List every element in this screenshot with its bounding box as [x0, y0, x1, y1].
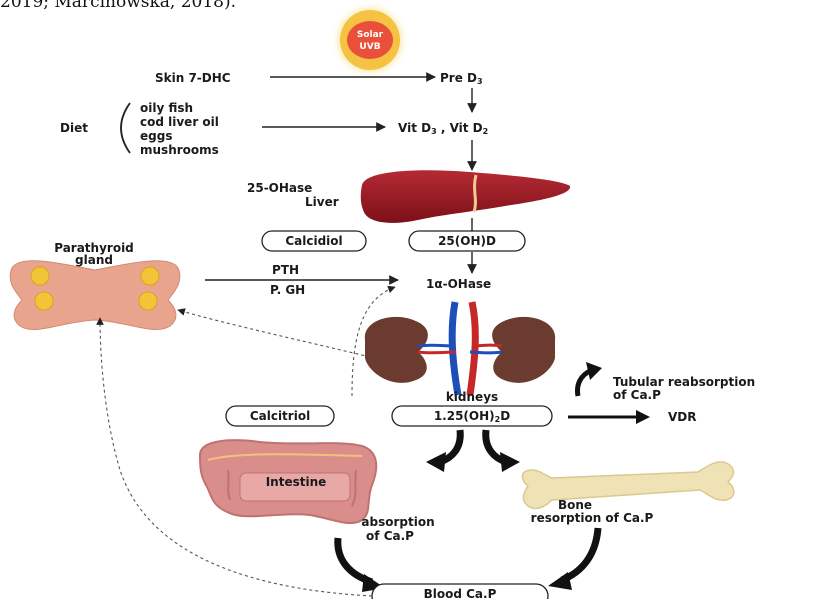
- vit-d-label: Vit D3 , Vit D2: [398, 121, 488, 136]
- bone-arrow-head: [548, 572, 572, 590]
- tubular-label-line2: of Ca.P: [613, 388, 661, 402]
- absorption-to-blood-arrow: [338, 538, 372, 582]
- header-text-fragment: 2019; Marcinowska, 2018).: [0, 0, 236, 12]
- parathyroid-gland-icon: [10, 261, 180, 330]
- liver-enzyme-label: 25-OHase: [247, 181, 312, 195]
- pre-d3-label: Pre D3: [440, 71, 483, 86]
- tubular-arrow-head: [586, 362, 602, 380]
- bone-label-line1: Bone: [558, 498, 592, 512]
- vdr-label: VDR: [668, 410, 697, 424]
- skin-7dhc-label: Skin 7-DHC: [155, 71, 231, 85]
- bone-label-line2: resorption of Ca.P: [531, 511, 654, 525]
- bone-icon: [522, 462, 733, 509]
- liver-icon: [361, 170, 570, 223]
- sun-icon: Solar UVB: [330, 0, 410, 80]
- kidneys-label: kidneys: [446, 390, 498, 404]
- absorption-label-line1: absorption: [361, 515, 434, 529]
- 25ohd-label: 25(OH)D: [438, 234, 496, 248]
- absorption-label-line2: of Ca.P: [366, 529, 414, 543]
- kidneys-icon: [365, 302, 555, 395]
- to-intestine-arrow-head: [426, 452, 446, 472]
- diet-item-mushrooms: mushrooms: [140, 143, 219, 157]
- diet-label: Diet: [60, 121, 88, 135]
- to-bone-arrow-head: [500, 452, 520, 472]
- vdr-arrow-head: [636, 410, 650, 424]
- parathyroid-label-line2: gland: [75, 253, 113, 267]
- diet-item-cod-liver-oil: cod liver oil: [140, 115, 219, 129]
- bone-to-blood-arrow: [562, 528, 598, 580]
- calcitriol-label: Calcitriol: [250, 409, 310, 423]
- alpha-ohase-label: 1α-OHase: [426, 277, 491, 291]
- calcidiol-label: Calcidiol: [285, 234, 342, 248]
- diet-brace: [121, 103, 130, 153]
- pgh-label: P. GH: [270, 283, 305, 297]
- diet-item-eggs: eggs: [140, 129, 172, 143]
- diet-item-oily-fish: oily fish: [140, 101, 193, 115]
- sun-label-solar: Solar: [357, 30, 384, 40]
- blood-label: Blood Ca.P: [424, 587, 497, 599]
- kidney-to-parathyroid-dashed-arrow: [178, 310, 370, 357]
- sun-label-uvb: UVB: [359, 42, 380, 52]
- intestine-label: Intestine: [266, 475, 327, 489]
- tubular-label-line1: Tubular reabsorption: [613, 375, 755, 389]
- pth-label: PTH: [272, 263, 299, 277]
- liver-label: Liver: [305, 195, 339, 209]
